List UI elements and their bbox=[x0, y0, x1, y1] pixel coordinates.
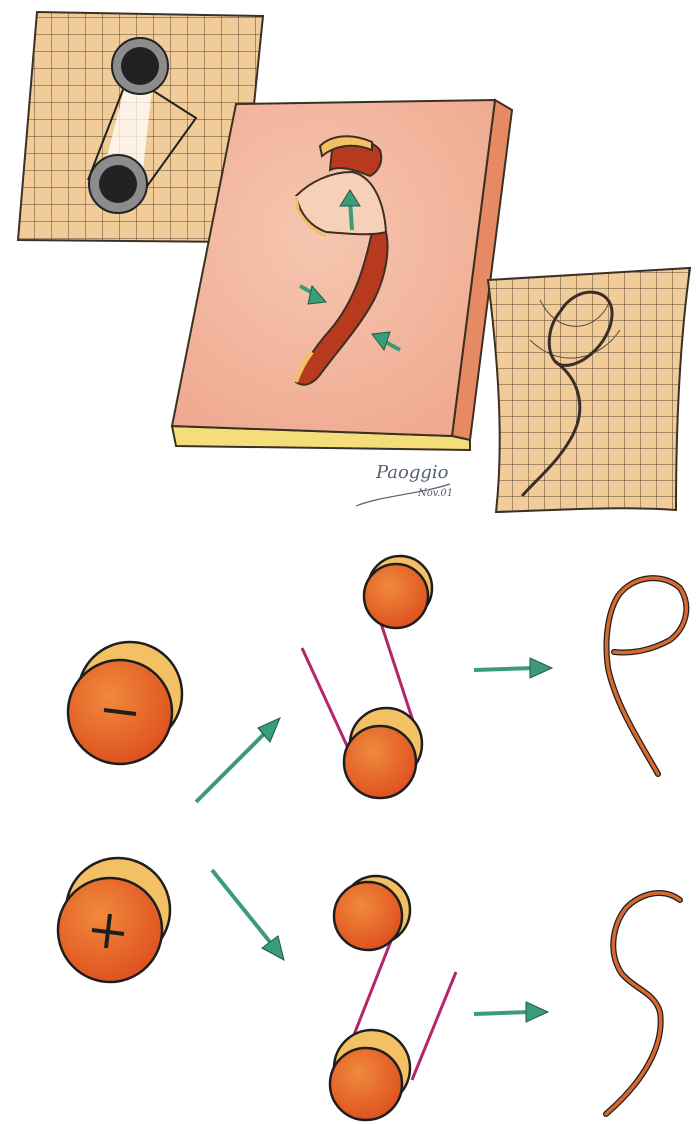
minus-disc bbox=[68, 642, 182, 764]
plus-disc bbox=[58, 858, 170, 982]
disc-pair-upper bbox=[302, 556, 432, 798]
planned-circle-upper bbox=[112, 38, 168, 94]
scar-upper bbox=[606, 578, 686, 774]
disc-pair-lower bbox=[330, 876, 456, 1120]
svg-text:Paoggio: Paoggio bbox=[375, 462, 449, 483]
pair-lower-large-disc bbox=[330, 1030, 410, 1120]
pair-upper-large-disc bbox=[344, 708, 422, 798]
arrow-pair-to-scar-upper bbox=[474, 658, 552, 678]
arrow-plus-to-pair bbox=[212, 870, 284, 960]
bottom-illustration-panel bbox=[0, 536, 698, 1124]
scar-lower bbox=[606, 893, 680, 1114]
top-illustration: Paoggio Nov.01 bbox=[0, 0, 698, 536]
svg-text:Nov.01: Nov.01 bbox=[417, 488, 453, 499]
pair-upper-small-disc bbox=[364, 556, 432, 628]
top-illustration-panel: Paoggio Nov.01 bbox=[0, 0, 698, 536]
artist-signature: Paoggio Nov.01 bbox=[356, 462, 453, 506]
pair-lower-small-disc bbox=[334, 876, 410, 950]
bottom-illustration bbox=[0, 536, 698, 1124]
right-grid-sheet bbox=[488, 268, 690, 512]
arrow-minus-to-pair bbox=[196, 718, 280, 802]
arrow-pair-to-scar-lower bbox=[474, 1002, 548, 1022]
planned-circle-lower bbox=[89, 155, 147, 213]
